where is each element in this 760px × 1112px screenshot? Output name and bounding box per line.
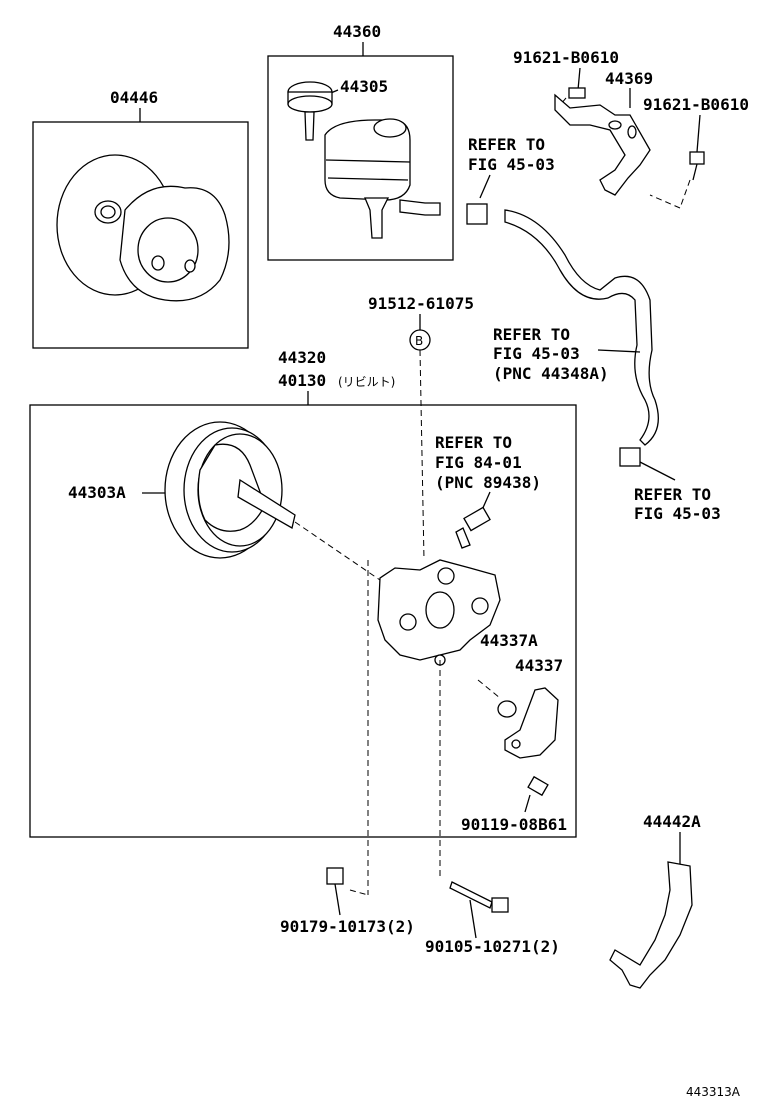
- refer-right-line2: FIG 45-03: [634, 504, 721, 523]
- label-40130-note: (リビルト): [338, 375, 395, 389]
- label-44320: 44320: [278, 348, 326, 367]
- label-44360: 44360: [333, 22, 381, 41]
- box-44320: [29, 404, 577, 838]
- label-44337A: 44337A: [480, 631, 538, 650]
- bracket-44369-drawing: [554, 93, 651, 196]
- bracket-44442A-drawing: [609, 861, 693, 989]
- bolt-91512-group: 91512-61075 B: [368, 294, 474, 561]
- bolt-90105-shank: [449, 881, 493, 909]
- figure-id: 443313A: [686, 1085, 741, 1099]
- inlet-union-drawing: [504, 687, 559, 759]
- refer-mid-line2: FIG 45-03: [493, 344, 580, 363]
- refer-top-line2: FIG 45-03: [468, 155, 555, 174]
- refer-top-line1: REFER TO: [468, 135, 545, 154]
- refer-sensor-line3: (PNC 89438): [435, 473, 541, 492]
- bolt-90119-drawing: [527, 775, 549, 797]
- label-44305: 44305: [340, 77, 388, 96]
- hose-clamp-bottom: [619, 447, 641, 467]
- hose-clamp-top: [466, 203, 488, 225]
- reservoir-cap-drawing: [287, 81, 333, 141]
- pulley-drawing: [164, 421, 296, 559]
- bolt-90105-head: [491, 897, 509, 913]
- refer-sensor-line2: FIG 84-01: [435, 453, 522, 472]
- refer-right-group: REFER TO FIG 45-03: [634, 461, 721, 523]
- pressure-sensor-drawing: [455, 506, 491, 549]
- bracket-group: 91621-B0610 44369 91621-B0610: [513, 48, 749, 209]
- label-90105: 90105-10271(2): [425, 937, 560, 956]
- refer-mid-line3: (PNC 44348A): [493, 364, 609, 383]
- reservoir-tank-drawing: [324, 118, 441, 239]
- gasket-kit-drawing: [56, 154, 230, 302]
- label-90119: 90119-08B61: [461, 815, 567, 834]
- bracket-44442A-group: 44442A: [609, 812, 701, 989]
- label-44369: 44369: [605, 69, 653, 88]
- label-44337: 44337: [515, 656, 563, 675]
- gasket-kit-group: 04446: [32, 88, 249, 349]
- label-04446: 04446: [110, 88, 158, 107]
- nut-90179-group: 90179-10173(2): [280, 560, 415, 936]
- refer-right-line1: REFER TO: [634, 485, 711, 504]
- nut-90179-drawing: [326, 867, 344, 885]
- label-91512: 91512-61075: [368, 294, 474, 313]
- refer-sensor-line1: REFER TO: [435, 433, 512, 452]
- label-91621-top: 91621-B0610: [513, 48, 619, 67]
- bolt-91621-right-drawing: [649, 151, 705, 209]
- label-91621-right: 91621-B0610: [643, 95, 749, 114]
- box-04446: [32, 121, 249, 349]
- reservoir-group: 44360 44305: [267, 22, 454, 261]
- refer-mid-group: REFER TO FIG 45-03 (PNC 44348A): [493, 325, 641, 383]
- return-hose: [504, 209, 659, 446]
- label-44303A: 44303A: [68, 483, 126, 502]
- label-44442A: 44442A: [643, 812, 701, 831]
- label-40130: 40130: [278, 371, 326, 390]
- pump-body-drawing: [377, 559, 501, 666]
- refer-mid-line1: REFER TO: [493, 325, 570, 344]
- label-90179: 90179-10173(2): [280, 917, 415, 936]
- bolt-90105-group: 90105-10271(2): [425, 660, 560, 956]
- refer-top-group: REFER TO FIG 45-03: [466, 135, 659, 467]
- marker-b: B: [415, 334, 423, 348]
- pump-group: 44320 40130 (リビルト) REFER TO FIG 84-01 (P…: [29, 348, 577, 838]
- oring-44337A: [497, 700, 517, 718]
- box-44360: [267, 55, 454, 261]
